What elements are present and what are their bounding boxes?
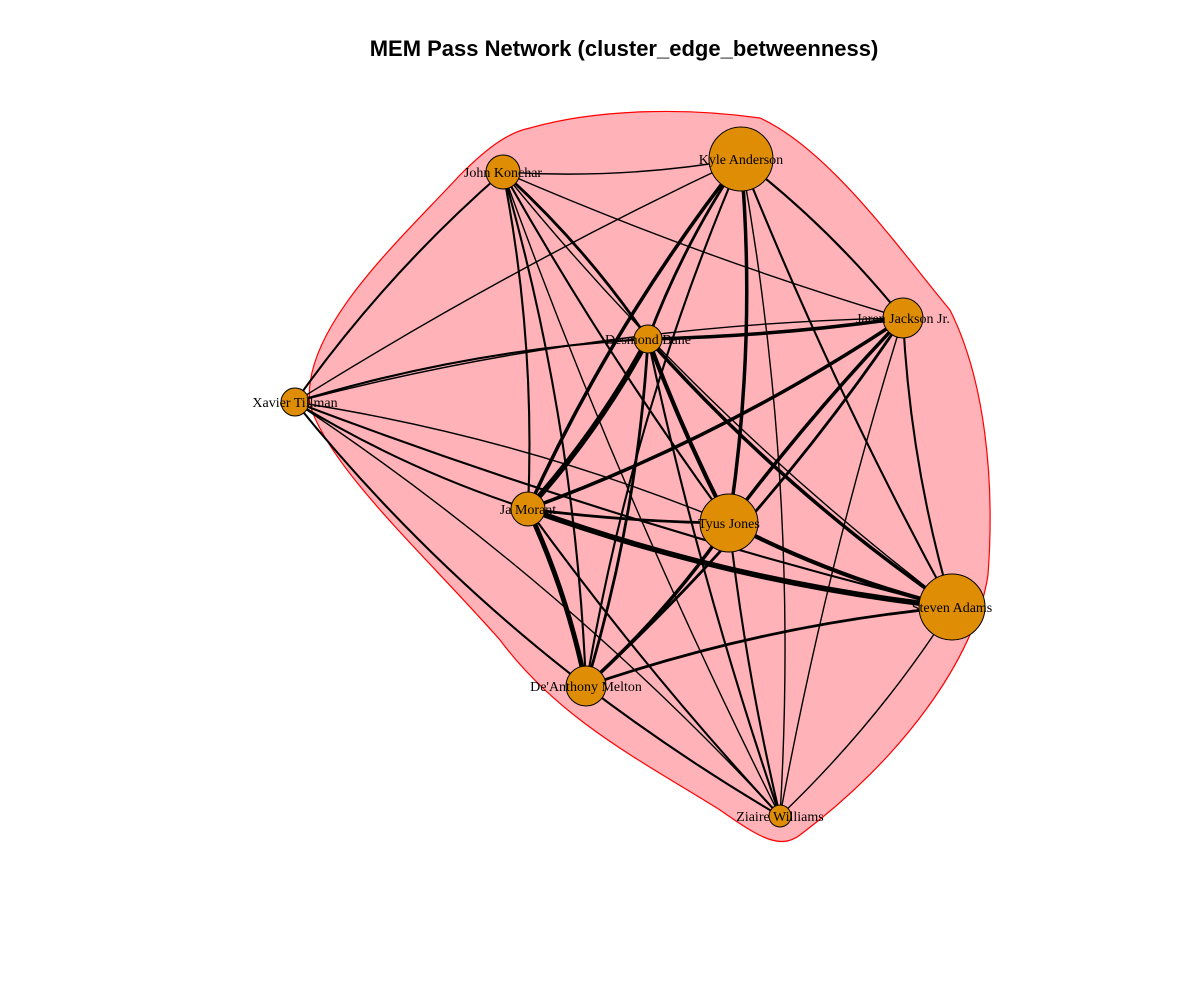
player-node-tyus bbox=[699, 493, 759, 553]
pass-edge-kyle-tyus bbox=[727, 158, 749, 524]
player-label-jjj: Jaren Jackson Jr. bbox=[856, 312, 950, 327]
pass-edge-tillman-adams bbox=[294, 401, 953, 609]
player-node-jjj bbox=[882, 297, 924, 339]
player-node-melton bbox=[565, 665, 607, 707]
pass-edge-bane-tillman bbox=[294, 337, 649, 404]
player-node-morant bbox=[510, 491, 546, 527]
player-label-tillman: Xavier Tillman bbox=[252, 396, 337, 411]
player-label-kyle: Kyle Anderson bbox=[699, 153, 783, 168]
pass-edge-konchar-tillman bbox=[294, 171, 504, 403]
pass-edge-tillman-melton bbox=[294, 401, 587, 687]
pass-edge-jjj-tillman bbox=[294, 317, 904, 403]
player-label-ziaire: Ziaire Williams bbox=[736, 810, 823, 825]
pass-edge-morant-melton bbox=[525, 507, 589, 687]
pass-edge-konchar-morant bbox=[501, 171, 531, 510]
player-label-bane: Desmond Bane bbox=[605, 333, 691, 348]
player-node-kyle bbox=[708, 126, 774, 192]
pass-edge-tillman-morant bbox=[294, 401, 529, 510]
pass-edge-tillman-ziaire bbox=[294, 401, 781, 817]
pass-edge-konchar-jjj bbox=[502, 171, 904, 319]
pass-edge-tyus-ziaire bbox=[727, 522, 782, 817]
edge-layer bbox=[294, 157, 954, 817]
pass-edge-kyle-tillman bbox=[294, 158, 742, 403]
player-label-morant: Ja Morant bbox=[500, 503, 556, 518]
pass-edge-konchar-ziaire bbox=[502, 171, 781, 817]
player-label-konchar: John Konchar bbox=[464, 166, 542, 181]
pass-edge-kyle-melton bbox=[584, 158, 742, 687]
pass-edge-melton-ziaire bbox=[585, 685, 781, 817]
pass-edge-jjj-tyus bbox=[727, 316, 905, 525]
pass-edge-kyle-morant bbox=[526, 157, 743, 510]
pass-edge-kyle-ziaire bbox=[740, 158, 786, 817]
player-label-tyus: Tyus Jones bbox=[698, 517, 760, 532]
pass-edge-bane-adams bbox=[646, 337, 953, 609]
pass-edge-bane-ziaire bbox=[646, 338, 781, 817]
pass-edge-bane-jjj bbox=[647, 316, 904, 341]
cluster-hull bbox=[308, 110, 991, 843]
graph-title: MEM Pass Network (cluster_edge_betweenne… bbox=[369, 36, 879, 61]
player-node-ziaire bbox=[768, 804, 792, 828]
player-node-adams bbox=[918, 573, 986, 641]
pass-edge-morant-adams bbox=[527, 506, 953, 610]
player-label-adams: Steven Adams bbox=[912, 601, 993, 616]
pass-edge-bane-melton bbox=[584, 338, 650, 687]
pass-edge-adams-melton bbox=[585, 605, 953, 688]
player-node-konchar bbox=[485, 154, 521, 190]
player-node-tillman bbox=[280, 387, 310, 417]
player-node-bane bbox=[633, 324, 663, 354]
pass-edge-tillman-tyus bbox=[294, 401, 730, 524]
pass-edge-jjj-ziaire bbox=[779, 317, 904, 817]
pass-edge-jjj-adams bbox=[901, 317, 954, 608]
pass-edge-adams-ziaire bbox=[779, 606, 953, 817]
player-label-melton: De'Anthony Melton bbox=[530, 680, 642, 695]
pass-edge-konchar-adams bbox=[502, 171, 953, 608]
pass-edge-jjj-morant bbox=[527, 316, 904, 511]
pass-edge-konchar-melton bbox=[501, 171, 588, 687]
